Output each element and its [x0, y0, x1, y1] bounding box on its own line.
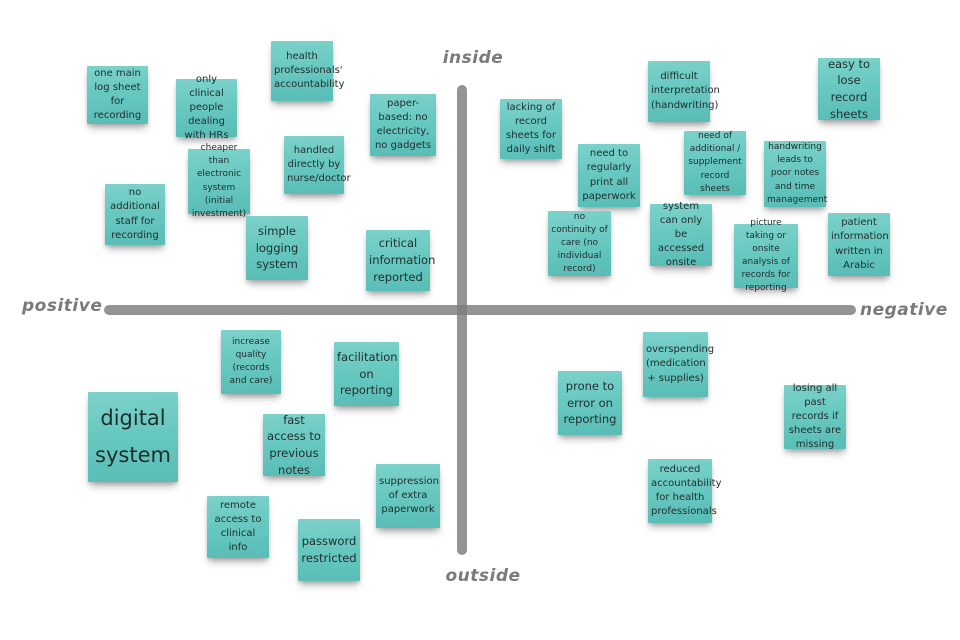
sticky-note[interactable]: no continuity of care (no individual rec… — [548, 211, 611, 276]
sticky-note-text: need to regularly print all paperwork — [582, 148, 636, 202]
sticky-note[interactable]: no additional staff for recording — [105, 184, 165, 245]
sticky-note-text: handled directly by nurse/doctor — [287, 144, 351, 185]
sticky-note-text: no continuity of care (no individual rec… — [551, 211, 608, 275]
sticky-note[interactable]: reduced accountability for health profes… — [648, 459, 722, 523]
sticky-note-text: critical information reported — [369, 236, 436, 284]
sticky-note[interactable]: increase quality (records and care) — [221, 330, 281, 394]
sticky-note-text: losing all past records if sheets are mi… — [788, 382, 842, 451]
sticky-note-text: patient information written in Arabic — [831, 217, 889, 271]
sticky-note[interactable]: only clinical people dealing with HRs — [176, 74, 237, 141]
sticky-note[interactable]: health professionals' accountability — [271, 41, 345, 101]
sticky-note[interactable]: patient information written in Arabic — [828, 213, 890, 276]
sticky-note-text: no additional staff for recording — [110, 187, 160, 241]
sticky-note-text: only clinical people dealing with HRs — [184, 73, 229, 142]
sticky-note-text: remote access to clinical info — [214, 499, 262, 554]
sticky-note[interactable]: one main log sheet for recording — [87, 66, 148, 124]
sticky-note-text: suppression of extra paperwork — [379, 475, 439, 516]
sticky-note[interactable]: digital system — [88, 392, 178, 482]
sticky-note-text: paper-based: no electricity, no gadgets — [374, 97, 432, 152]
axis-label-negative: negative — [860, 300, 948, 320]
sticky-note-text: system can only be accessed onsite — [657, 200, 705, 269]
sticky-note[interactable]: need to regularly print all paperwork — [578, 144, 640, 207]
sticky-note[interactable]: lacking of record sheets for daily shift — [500, 99, 562, 159]
sticky-note[interactable]: picture taking or onsite analysis of rec… — [734, 218, 798, 293]
vertical-axis-line — [457, 85, 467, 555]
sticky-note[interactable]: facilitation on reporting — [334, 342, 399, 406]
sticky-note-text: handwriting leads to poor notes and time… — [767, 142, 828, 205]
sticky-note-text: digital system — [95, 406, 171, 467]
sticky-note-text: picture taking or onsite analysis of rec… — [741, 217, 791, 294]
sticky-note[interactable]: critical information reported — [366, 230, 436, 291]
sticky-note[interactable]: remote access to clinical info — [207, 496, 269, 558]
sticky-note[interactable]: password restricted — [298, 519, 360, 581]
sticky-note[interactable]: suppression of extra paperwork — [376, 464, 440, 528]
sticky-note-text: cheaper than electronic system (initial … — [191, 143, 247, 219]
sticky-note-text: facilitation on reporting — [337, 349, 398, 398]
sticky-note-text: easy to lose record sheets — [827, 56, 871, 121]
sticky-note-text: overspending (medication + supplies) — [646, 344, 715, 384]
sticky-note[interactable]: system can only be accessed onsite — [650, 201, 712, 268]
sticky-note-text: one main log sheet for recording — [93, 67, 142, 122]
sticky-note[interactable]: easy to lose record sheets — [818, 56, 880, 121]
sticky-note-text: reduced accountability for health profes… — [651, 463, 722, 518]
sticky-note[interactable]: losing all past records if sheets are mi… — [784, 383, 846, 450]
axis-label-positive: positive — [22, 296, 103, 316]
sticky-note-text: need of additional / supplement record s… — [688, 131, 742, 194]
sticky-note[interactable]: simple logging system — [246, 216, 308, 280]
sticky-note[interactable]: fast access to previous notes — [263, 412, 325, 477]
sticky-note-text: lacking of record sheets for daily shift — [506, 101, 556, 156]
sticky-note-text: increase quality (records and care) — [229, 336, 273, 387]
sticky-note-text: password restricted — [301, 534, 357, 565]
sticky-note-text: difficult interpretation (handwriting) — [651, 71, 720, 111]
sticky-note-text: health professionals' accountability — [274, 50, 345, 91]
horizontal-axis-line — [104, 305, 856, 315]
sticky-note[interactable]: need of additional / supplement record s… — [684, 131, 746, 195]
sticky-note[interactable]: paper-based: no electricity, no gadgets — [370, 94, 436, 156]
sticky-note-text: fast access to previous notes — [267, 412, 321, 477]
axis-label-inside: inside — [442, 48, 504, 68]
sticky-note[interactable]: cheaper than electronic system (initial … — [188, 143, 250, 219]
axis-label-outside: outside — [445, 566, 521, 586]
sticky-note[interactable]: overspending (medication + supplies) — [643, 332, 715, 397]
sticky-note-text: simple logging system — [255, 223, 299, 272]
sticky-note[interactable]: handwriting leads to poor notes and time… — [764, 141, 828, 207]
sticky-note-text: prone to error on reporting — [563, 378, 617, 427]
sticky-note[interactable]: prone to error on reporting — [558, 371, 622, 435]
sticky-note[interactable]: handled directly by nurse/doctor — [284, 136, 351, 194]
sticky-note[interactable]: difficult interpretation (handwriting) — [648, 61, 720, 122]
